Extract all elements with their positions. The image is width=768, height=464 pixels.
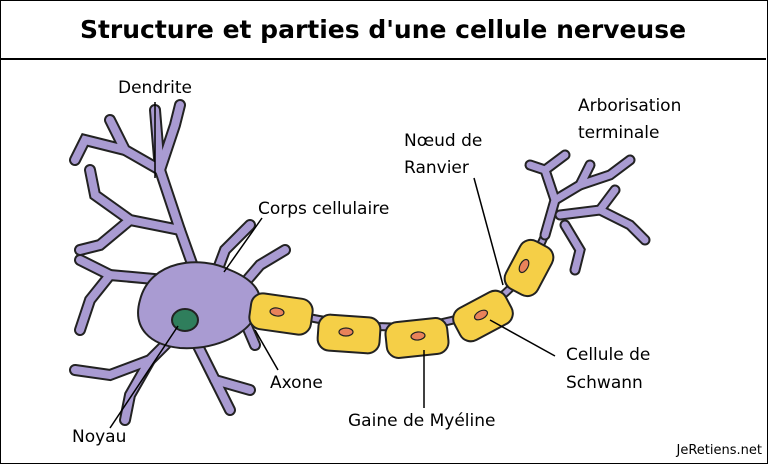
leader-noyau xyxy=(109,325,179,429)
label-dendrite: Dendrite xyxy=(118,78,192,98)
label-noeud-ranvier-2: Ranvier xyxy=(404,158,469,178)
label-noeud-ranvier-1: Nœud de xyxy=(404,131,483,151)
label-cellule-schwann-1: Cellule de xyxy=(566,345,651,365)
label-arborisation-2: terminale xyxy=(578,123,660,143)
leader-lines xyxy=(109,102,556,429)
label-cellule-schwann-2: Schwann xyxy=(566,373,643,393)
label-axone: Axone xyxy=(270,373,323,393)
nucleus xyxy=(171,308,199,332)
label-noyau: Noyau xyxy=(72,427,127,447)
label-arborisation-1: Arborisation xyxy=(578,96,682,116)
leader-axone xyxy=(254,329,279,371)
leader-schwann xyxy=(489,319,556,357)
leader-noeud xyxy=(473,177,504,286)
leader-corps xyxy=(223,217,263,273)
myelin-sheaths xyxy=(248,238,555,359)
label-gaine-myeline: Gaine de Myéline xyxy=(348,411,496,431)
label-corps-cellulaire: Corps cellulaire xyxy=(258,199,390,219)
site-credit: JeRetiens.net xyxy=(676,443,762,458)
page-title: Structure et parties d'une cellule nerve… xyxy=(0,0,766,60)
dendrites-fill xyxy=(71,101,289,424)
schwann-nuclei xyxy=(269,258,530,341)
cell-body xyxy=(137,261,262,350)
schwann-cell-5 xyxy=(503,238,555,298)
